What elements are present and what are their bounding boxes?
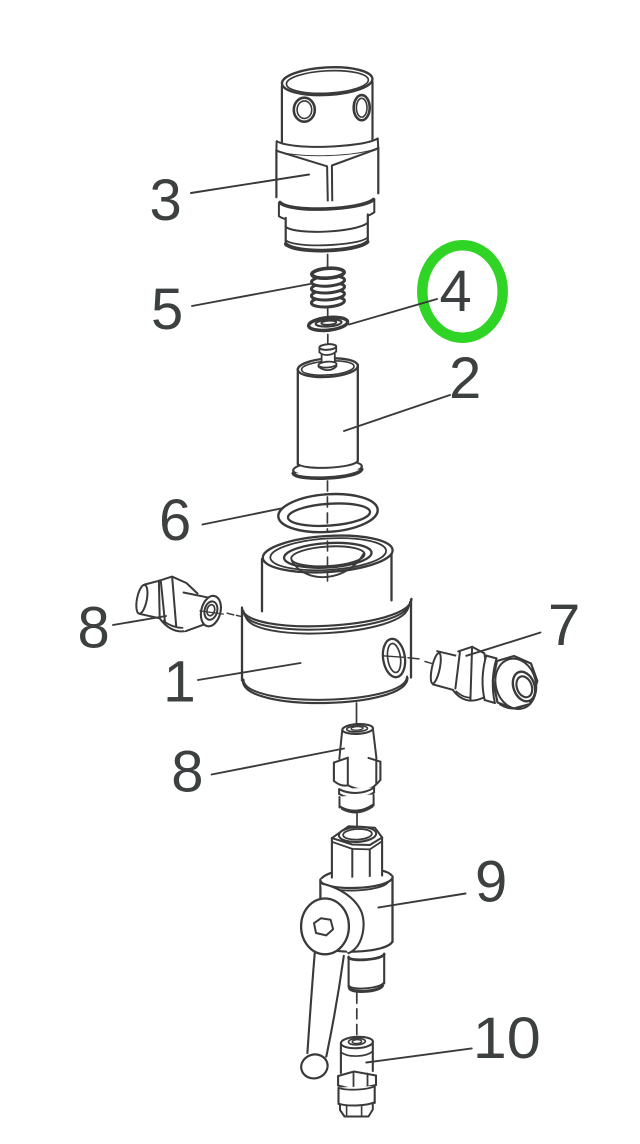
svg-text:9: 9 <box>475 849 507 914</box>
svg-text:1: 1 <box>164 649 196 714</box>
svg-text:8: 8 <box>171 740 203 805</box>
svg-text:7: 7 <box>548 593 580 658</box>
svg-text:4: 4 <box>440 259 472 324</box>
svg-text:6: 6 <box>159 488 191 553</box>
svg-text:2: 2 <box>449 346 481 411</box>
svg-text:10: 10 <box>473 1006 541 1071</box>
svg-text:5: 5 <box>151 277 183 342</box>
svg-text:3: 3 <box>150 168 182 233</box>
svg-text:8: 8 <box>78 596 110 661</box>
